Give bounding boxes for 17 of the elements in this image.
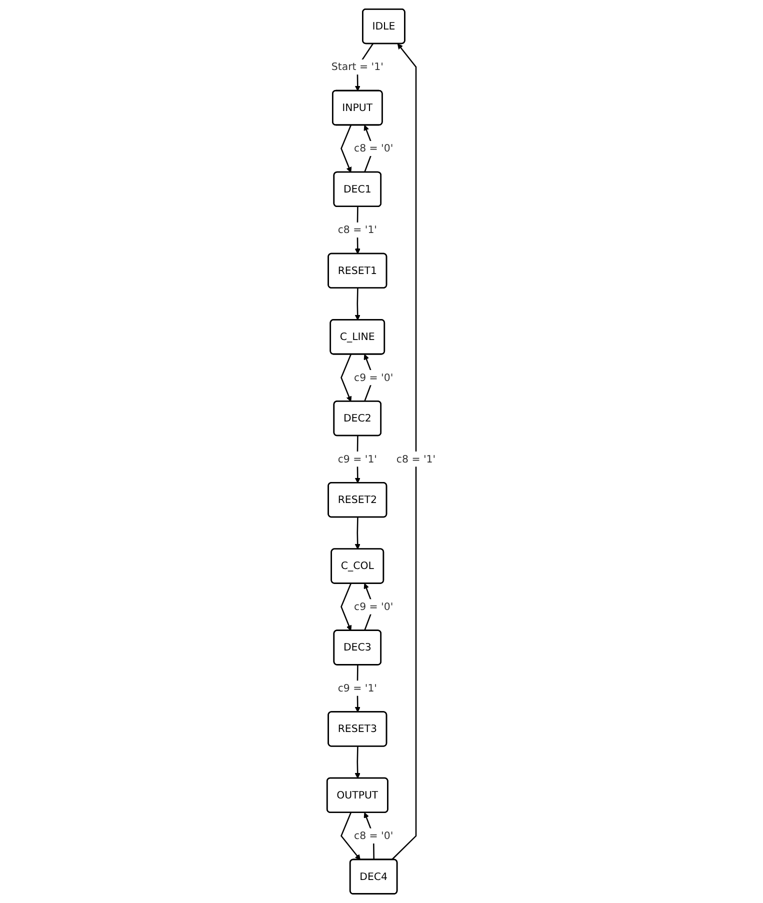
edge-label: c9 = '0' [354,600,394,613]
arrow [340,583,352,631]
arrow [354,517,361,550]
edge-label: c8 = '0' [354,142,394,154]
arrow [340,812,361,860]
arrow [340,354,352,402]
arrow [340,125,352,173]
edge-label: c9 = '1' [338,452,378,465]
edge-label: Start = '1' [332,60,384,73]
edge-label: c8 = '0' [354,830,394,842]
arrow [391,44,417,860]
edge-label: c9 = '1' [338,682,378,694]
edge-label: c8 = '1' [396,452,436,465]
arrow [354,288,361,320]
edge-label: c9 = '0' [354,371,394,384]
arrow [354,746,361,779]
edge-label: c8 = '1' [338,224,378,236]
